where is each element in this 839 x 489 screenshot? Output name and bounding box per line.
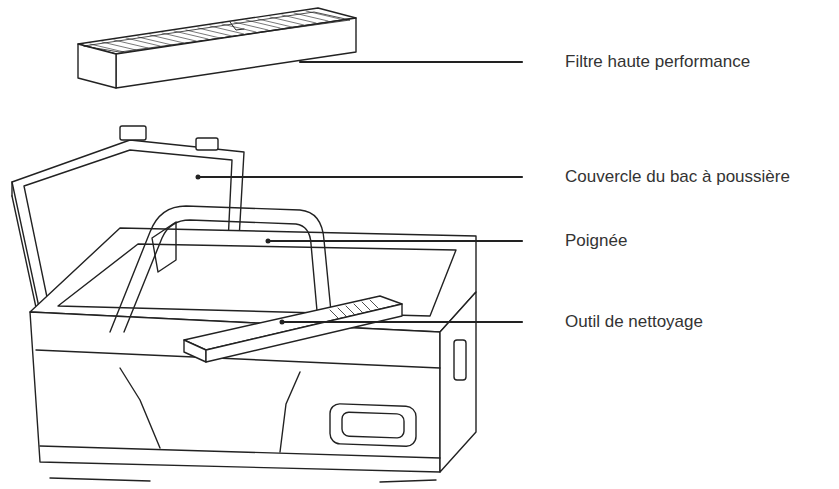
part-label: Couvercle du bac à poussière xyxy=(565,167,790,187)
leader-line xyxy=(268,240,522,242)
part-label: Filtre haute performance xyxy=(565,52,750,72)
leader-line xyxy=(198,176,522,178)
part-label: Outil de nettoyage xyxy=(565,312,703,332)
leader-line xyxy=(282,321,522,323)
filter-drawing xyxy=(78,8,356,88)
leader-line xyxy=(300,61,522,63)
leader-lines xyxy=(196,62,523,325)
bin-body-drawing xyxy=(30,228,476,482)
cleaning-tool-drawing xyxy=(184,296,402,362)
handle-drawing xyxy=(110,206,332,332)
part-label: Poignée xyxy=(565,231,627,251)
